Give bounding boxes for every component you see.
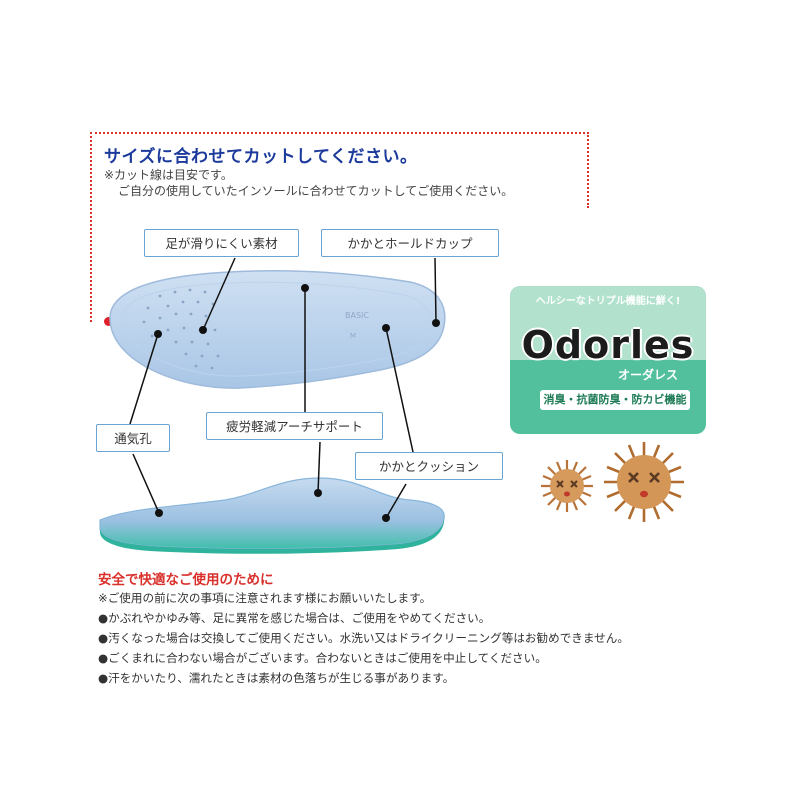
cut-guide-note-2: ご自分の使用していたインソールに合わせてカットしてご使用ください。	[118, 184, 514, 198]
safety-line-4: ●ごくまれに合わない場合がございます。合わないときはご使用を中止してください。	[98, 651, 547, 665]
cut-guide-box	[90, 132, 589, 208]
vent-holes-pattern	[142, 288, 220, 370]
insole-top-view: BASIC M	[109, 269, 446, 389]
odorles-badge: ヘルシーなトリプル機能に鮮く! Odorles オーダレス 消臭・抗菌防臭・防カ…	[510, 286, 706, 434]
cut-guide-line	[90, 132, 92, 322]
safety-title: 安全で快適なご使用のために	[98, 572, 274, 588]
cut-point-marker	[104, 317, 113, 326]
cut-guide-title: サイズに合わせてカットしてください。	[104, 147, 418, 167]
odorles-logo: Odorles	[521, 323, 695, 367]
odorles-functions: 消臭・抗菌防臭・防カビ機能	[540, 390, 690, 410]
odorles-tagline: ヘルシーなトリプル機能に鮮く!	[535, 296, 681, 307]
safety-line-5: ●汗をかいたり、濡れたときは素材の色落ちが生じる事があります。	[98, 671, 455, 685]
safety-line-3: ●汚くなった場合は交換してご使用ください。水洗い又はドライクリーニング等はお勧め…	[98, 631, 629, 645]
safety-line-2: ●かぶれやかゆみ等、足に異常を感じた場合は、ご使用をやめてください。	[98, 611, 491, 625]
label-non-slip-material: 足が滑りにくい素材	[144, 229, 299, 257]
label-vent-holes: 通気孔	[96, 424, 170, 452]
svg-text:BASIC: BASIC	[345, 311, 369, 320]
label-heel-hold-cup: かかとホールドカップ	[321, 229, 499, 257]
germ-character-large	[604, 442, 684, 522]
label-arch-support: 疲労軽減アーチサポート	[206, 412, 383, 440]
leader-dots	[154, 284, 440, 522]
svg-text:M: M	[350, 332, 356, 340]
leader-lines	[129, 257, 437, 519]
odorles-badge-top	[510, 286, 706, 360]
insole-side-view	[99, 477, 445, 554]
odorles-kana: オーダレス	[618, 368, 679, 382]
germ-character-small	[541, 460, 593, 512]
safety-line-1: ※ご使用の前に次の事項に注意されます様にお願いいたします。	[98, 591, 432, 605]
cut-guide-note-1: ※カット線は目安です。	[104, 168, 233, 182]
label-heel-cushion: かかとクッション	[355, 452, 503, 480]
